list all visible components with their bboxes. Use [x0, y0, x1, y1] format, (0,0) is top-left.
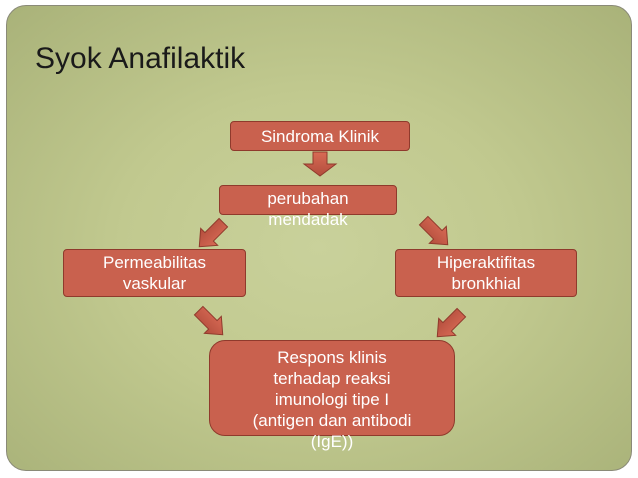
- node-permeabilitas-vaskular: Permeabilitas vaskular: [63, 249, 246, 297]
- node-perubahan-mendadak: perubahan mendadak: [219, 185, 397, 229]
- slide-title: Syok Anafilaktik: [35, 42, 246, 75]
- node-label: Respons klinis terhadap reaksi imunologi…: [252, 348, 412, 451]
- node-sindroma-klinik: Sindroma Klinik: [230, 121, 410, 151]
- slide: Syok Anafilaktik Sindroma Klinik p: [6, 5, 632, 471]
- arrow-down-right-icon: [193, 305, 224, 336]
- node-label: Sindroma Klinik: [260, 126, 380, 146]
- node-label: perubahan mendadak: [267, 189, 349, 229]
- node-label: Hiperaktifitas bronkhial: [436, 253, 536, 293]
- arrow-down-icon: [302, 151, 338, 177]
- node-respons-klinis: Respons klinis terhadap reaksi imunologi…: [209, 340, 455, 451]
- node-hiperaktifitas-bronkhial: Hiperaktifitas bronkhial: [395, 249, 577, 297]
- arrow-down-right-icon: [418, 215, 449, 246]
- node-label: Permeabilitas vaskular: [103, 253, 206, 293]
